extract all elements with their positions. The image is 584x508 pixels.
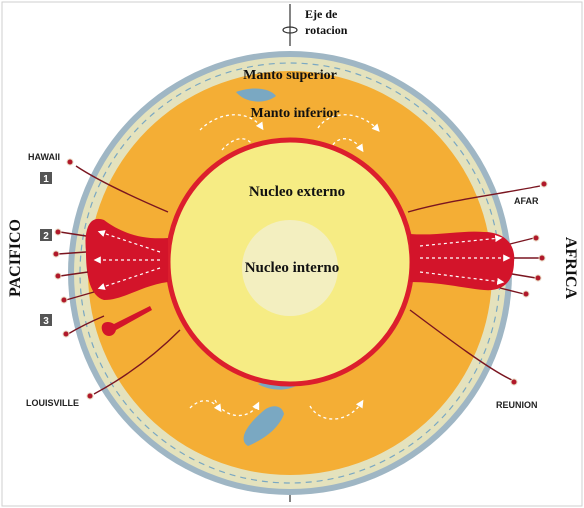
label-lower-mantle: Manto inferior	[250, 106, 339, 121]
marker-3-label: 3	[43, 316, 49, 327]
marker-1-label: 1	[43, 174, 49, 185]
marker-3: 3	[40, 314, 52, 327]
label-hawaii: HAWAII	[28, 152, 60, 162]
label-region-pacific: PACIFICO	[7, 219, 24, 297]
marker-2-label: 2	[43, 231, 49, 242]
axis-label-line2: rotacion	[305, 23, 348, 37]
right-superplume	[410, 232, 514, 291]
label-louisville: LOUISVILLE	[26, 398, 79, 408]
label-reunion: REUNION	[496, 400, 538, 410]
label-inner-core: Nucleo interno	[245, 260, 340, 276]
label-region-africa: AFRICA	[562, 237, 579, 300]
label-afar: AFAR	[514, 196, 539, 206]
marker-1: 1	[40, 172, 52, 185]
label-outer-core: Nucleo externo	[249, 184, 345, 200]
marker-2: 2	[40, 229, 52, 242]
axis-label-line1: Eje de	[305, 7, 338, 21]
label-upper-mantle: Manto superior	[243, 68, 337, 83]
